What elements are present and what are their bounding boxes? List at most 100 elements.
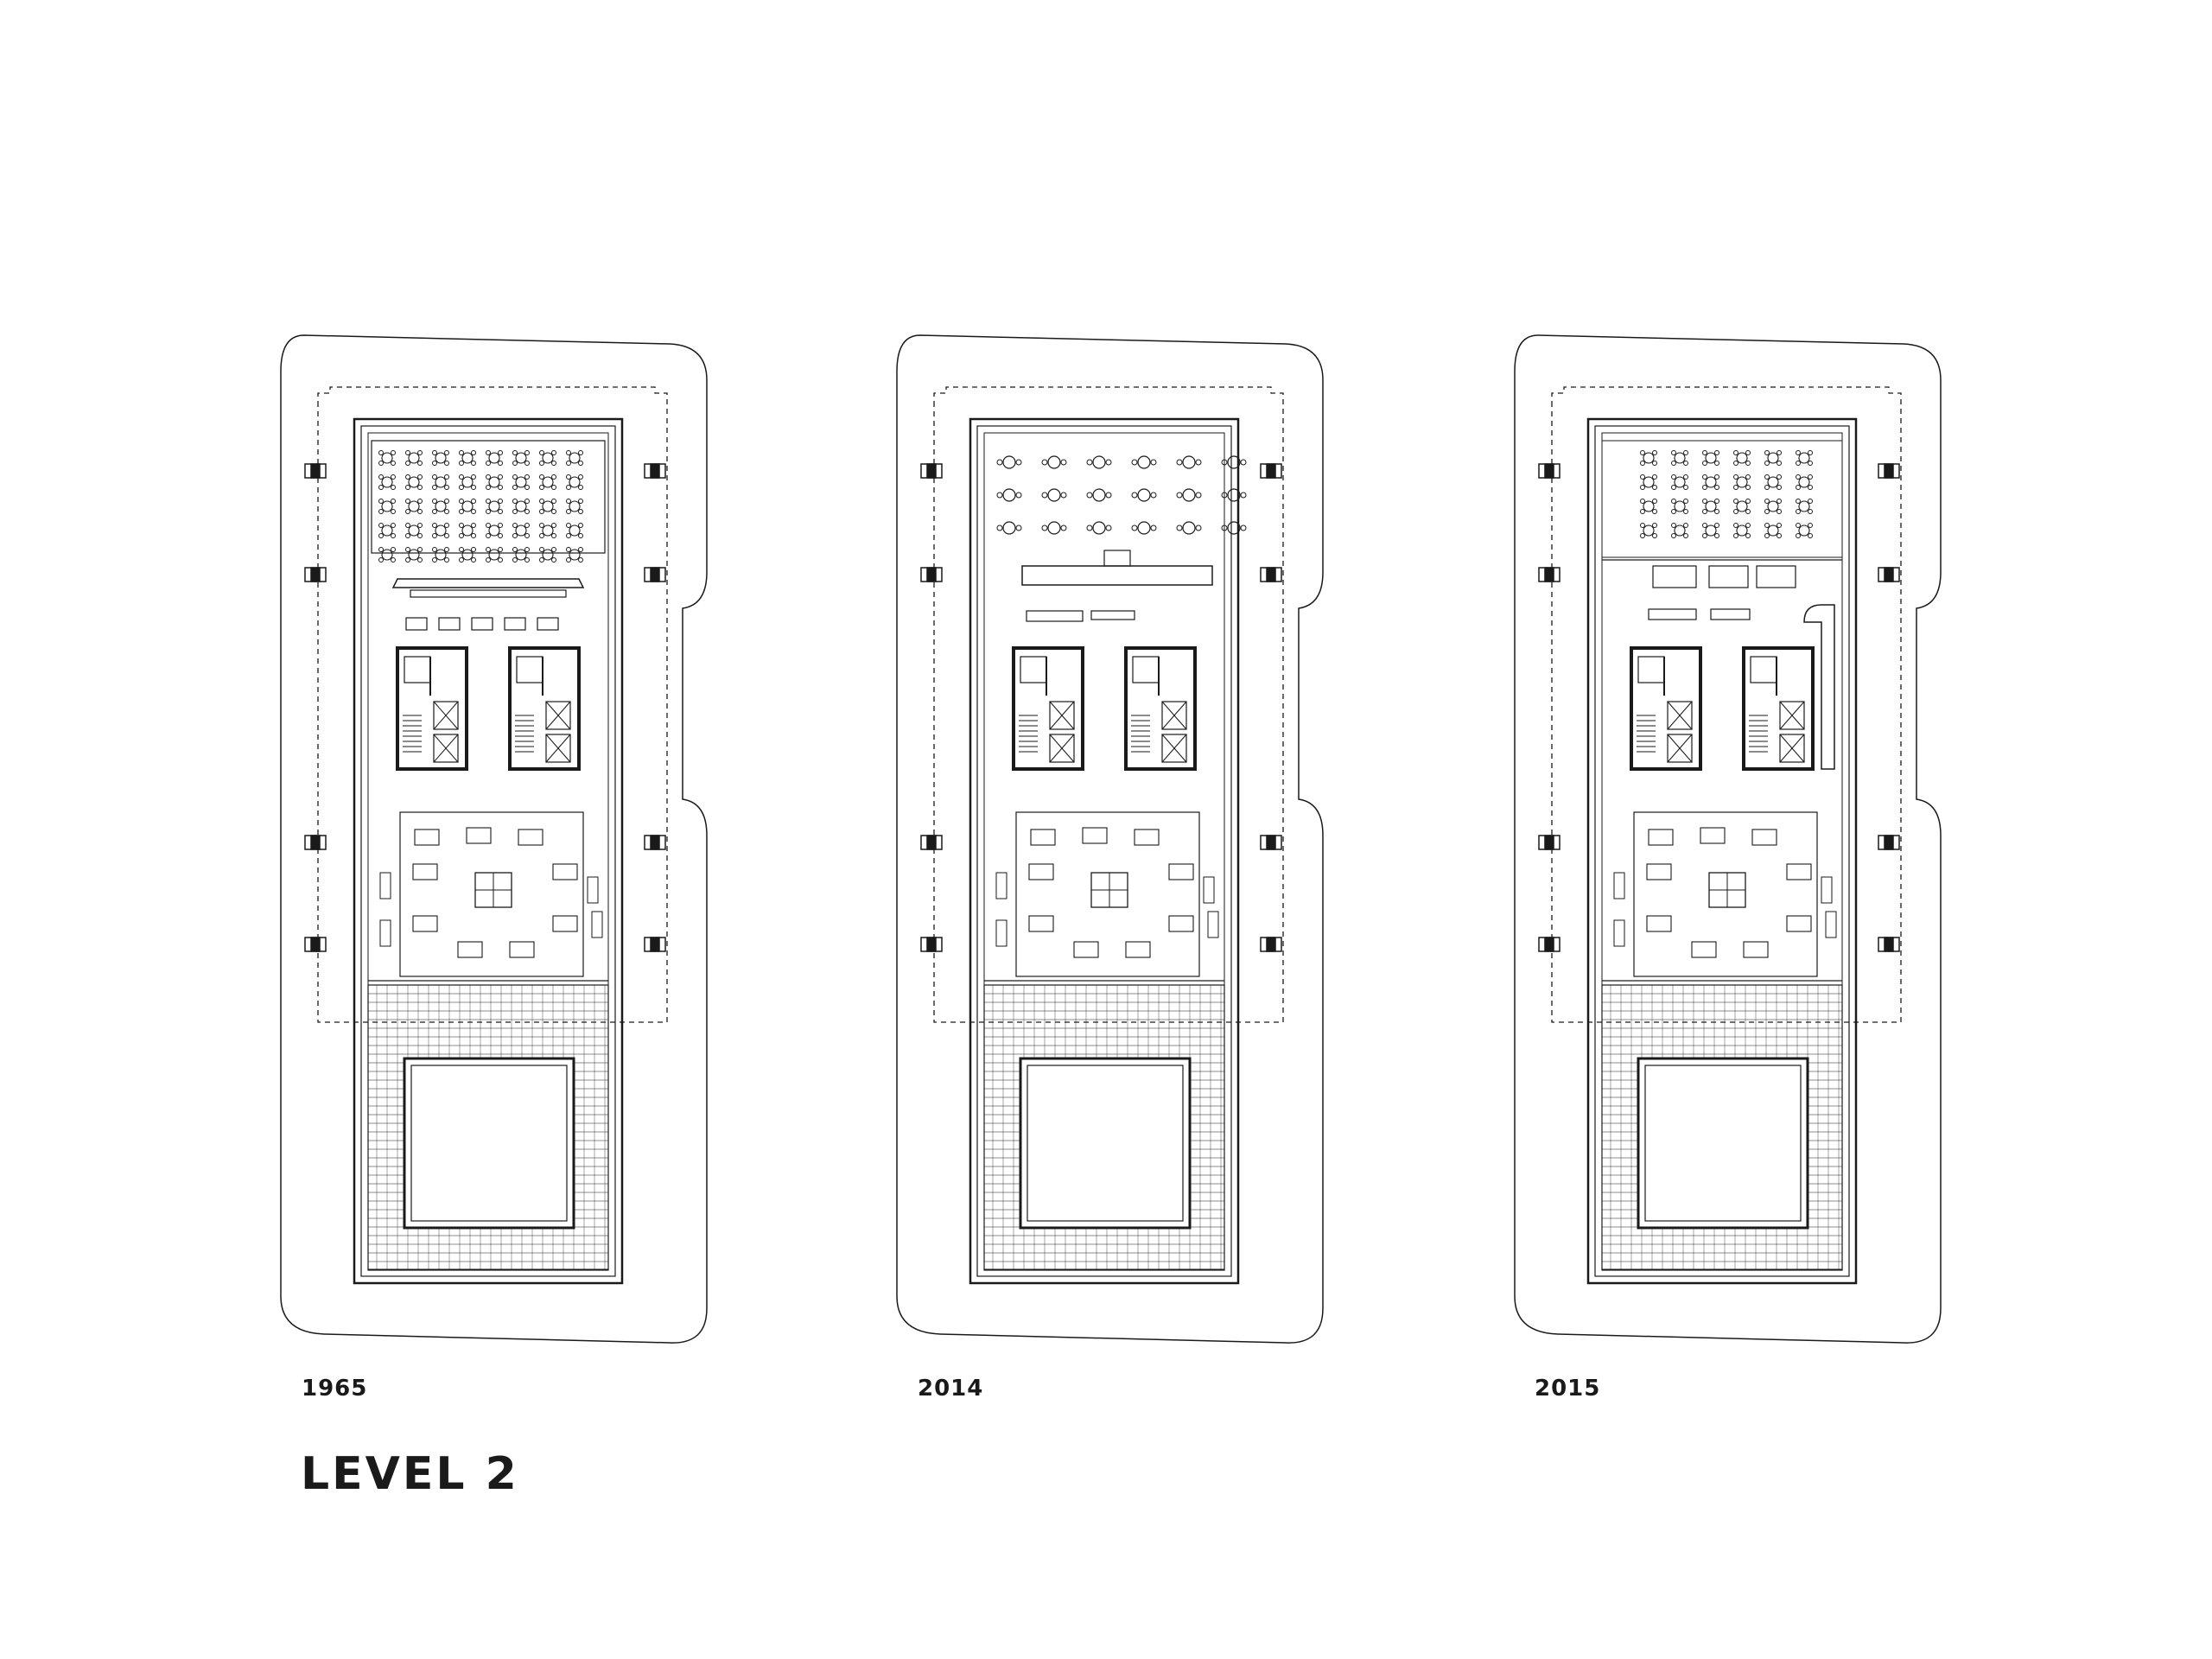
site-boundary — [1514, 334, 1942, 1344]
table — [435, 524, 447, 537]
table — [515, 524, 527, 537]
building-outline — [1586, 417, 1858, 1285]
plan-year-label-1965: 1965 — [302, 1376, 368, 1402]
seating-area — [378, 450, 583, 563]
table — [381, 500, 393, 512]
table — [488, 524, 500, 537]
table — [1182, 455, 1196, 469]
curved-bar — [1803, 604, 1835, 770]
table — [1798, 452, 1810, 464]
plan-year-label-2015: 2015 — [1535, 1376, 1601, 1402]
core-east — [508, 646, 581, 771]
table — [1002, 488, 1016, 502]
table — [408, 524, 420, 537]
table — [1736, 500, 1748, 512]
floor-plan-2015 — [1514, 334, 1942, 1344]
table — [1137, 488, 1151, 502]
sofa — [414, 829, 440, 846]
table — [488, 500, 500, 512]
table — [461, 476, 474, 488]
table — [1705, 524, 1717, 537]
table — [1674, 476, 1686, 488]
table — [408, 452, 420, 464]
table — [435, 549, 447, 561]
restroom — [404, 656, 431, 683]
core-west — [1630, 646, 1702, 771]
sofa — [1786, 915, 1812, 932]
side-seat — [1613, 919, 1625, 947]
lounge-chair — [504, 617, 526, 631]
lounge-zone — [1633, 811, 1818, 977]
elevator — [1049, 734, 1075, 763]
sofa — [1073, 941, 1099, 958]
sofa — [1028, 863, 1054, 880]
bar-counter — [1021, 565, 1213, 586]
table — [515, 452, 527, 464]
elevator — [1667, 734, 1693, 763]
table — [1674, 500, 1686, 512]
elevator — [433, 734, 459, 763]
core-east — [1742, 646, 1815, 771]
sofa — [1691, 941, 1717, 958]
table — [381, 476, 393, 488]
sofa — [509, 941, 535, 958]
sofa — [457, 941, 483, 958]
sofa — [518, 829, 543, 846]
sofa — [1134, 829, 1160, 846]
elevator — [1049, 701, 1075, 730]
table — [488, 549, 500, 561]
side-seat — [587, 876, 599, 904]
bench — [1090, 610, 1135, 620]
elevator — [545, 701, 571, 730]
table — [381, 524, 393, 537]
sofa — [1030, 829, 1056, 846]
table — [1002, 521, 1016, 535]
table — [1767, 476, 1779, 488]
table — [488, 452, 500, 464]
side-seat — [995, 919, 1007, 947]
table — [1137, 455, 1151, 469]
core-west — [396, 646, 468, 771]
bar-counter — [391, 578, 585, 588]
lounge-area — [995, 811, 1219, 977]
elevator — [433, 701, 459, 730]
core-east — [1124, 646, 1197, 771]
table — [515, 500, 527, 512]
table — [1182, 488, 1196, 502]
side-seat — [995, 872, 1007, 899]
table — [542, 500, 554, 512]
lounge-area — [379, 811, 603, 977]
lounge-zone — [399, 811, 584, 977]
banquet-hall — [1601, 440, 1843, 558]
table — [542, 476, 554, 488]
lounge-chair — [471, 617, 493, 631]
site-boundary — [896, 334, 1324, 1344]
table — [461, 524, 474, 537]
lounge-zone — [1015, 811, 1200, 977]
table — [1047, 488, 1061, 502]
table — [461, 500, 474, 512]
sofa — [552, 915, 578, 932]
restroom — [1750, 656, 1777, 683]
lounge-chair — [405, 617, 428, 631]
table — [461, 549, 474, 561]
restroom — [516, 656, 543, 683]
sofa — [1648, 829, 1674, 846]
side-seat — [379, 872, 391, 899]
table — [1092, 455, 1106, 469]
building-outline — [969, 417, 1240, 1285]
building-cores — [396, 646, 581, 771]
restroom — [1132, 656, 1160, 683]
table — [381, 549, 393, 561]
table — [435, 452, 447, 464]
core-west — [1012, 646, 1084, 771]
bench — [1026, 610, 1084, 622]
elevator — [545, 734, 571, 763]
table — [542, 524, 554, 537]
site-boundary — [280, 334, 708, 1344]
sofa — [1743, 941, 1769, 958]
sofa — [1082, 827, 1108, 844]
table — [1227, 521, 1241, 535]
sofa — [1700, 827, 1726, 844]
